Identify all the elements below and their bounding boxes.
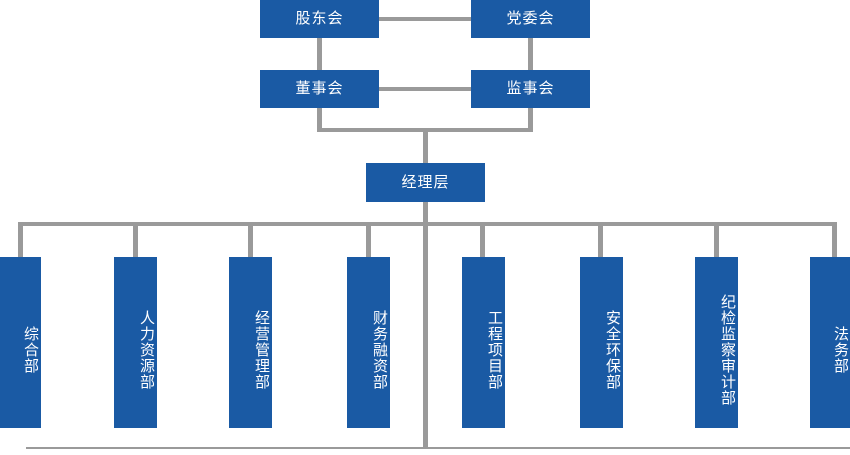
connector-shareholders-to-board — [317, 38, 322, 70]
node-shareholders-meeting[interactable]: 股东会 — [260, 0, 379, 38]
node-party-committee[interactable]: 党委会 — [471, 0, 590, 38]
connector-board-to-supervisors — [379, 87, 471, 91]
connector-board-bracket-left — [317, 108, 322, 132]
connector-stub-dept-6 — [598, 222, 603, 257]
connector-stub-dept-2 — [133, 222, 138, 257]
connector-management-spine — [423, 202, 428, 448]
dept-box-3[interactable]: 经营管理部 — [229, 257, 272, 428]
dept-box-4[interactable]: 财务融资部 — [347, 257, 390, 428]
connector-stub-dept-8 — [832, 222, 837, 257]
connector-stub-dept-3 — [248, 222, 253, 257]
connector-bracket-to-management — [423, 128, 428, 163]
connector-party-to-supervisors — [528, 38, 533, 70]
dept-box-6[interactable]: 安全环保部 — [580, 257, 623, 428]
dept-box-5[interactable]: 工程项目部 — [462, 257, 505, 428]
chart-baseline — [26, 447, 850, 449]
node-management-layer[interactable]: 经理层 — [366, 163, 485, 202]
dept-box-8[interactable]: 法务部 — [810, 257, 850, 428]
connector-stub-dept-1 — [18, 222, 23, 257]
connector-stub-dept-5 — [480, 222, 485, 257]
connector-stub-dept-7 — [714, 222, 719, 257]
connector-shareholders-to-party — [379, 17, 471, 21]
dept-box-7[interactable]: 纪检监察审计部 — [695, 257, 738, 428]
connector-supervisors-bracket-right — [528, 108, 533, 132]
dept-box-2[interactable]: 人力资源部 — [114, 257, 157, 428]
connector-department-bus — [18, 222, 837, 226]
node-board-of-supervisors[interactable]: 监事会 — [471, 70, 590, 108]
dept-box-1[interactable]: 综合部 — [0, 257, 41, 428]
connector-stub-dept-4 — [366, 222, 371, 257]
node-board-of-directors[interactable]: 董事会 — [260, 70, 379, 108]
